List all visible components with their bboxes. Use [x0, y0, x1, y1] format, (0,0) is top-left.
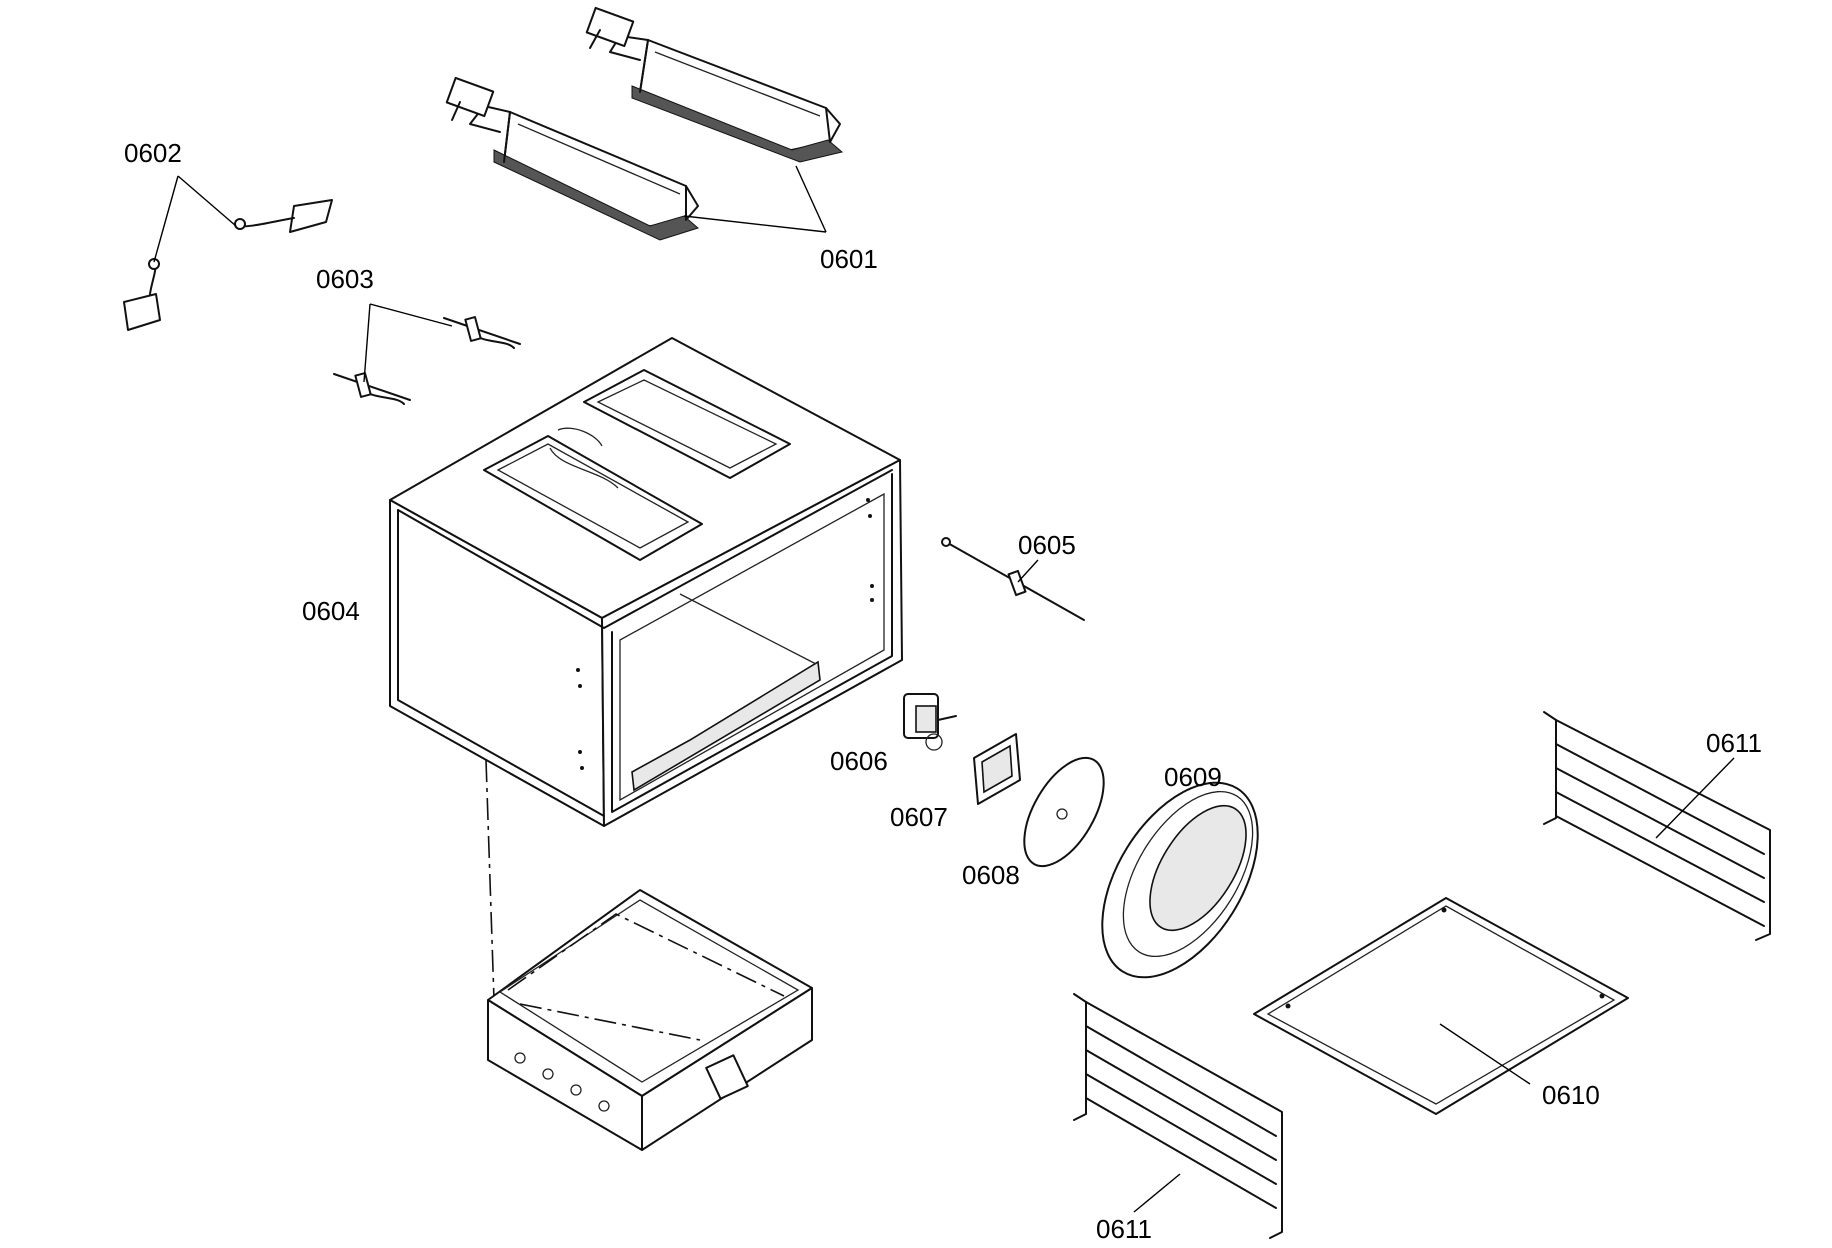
sensor-0602: [123, 175, 333, 331]
temp-sensor-0605: [941, 537, 1085, 621]
label-0611-upper: 0611: [1706, 728, 1762, 758]
fan-cover-0609: [1101, 781, 1259, 979]
label-0611-lower: 0611: [1096, 1214, 1152, 1244]
heating-element-lower: [445, 76, 700, 241]
fan-motor-0606: [903, 693, 957, 751]
label-0607: 0607: [890, 802, 948, 832]
motor-plate-0607: [973, 733, 1021, 805]
leader-0601: [683, 165, 827, 233]
bottom-panel-0610: [1253, 897, 1629, 1115]
label-0604: 0604: [302, 596, 360, 626]
label-0601: 0601: [820, 244, 878, 274]
heating-element-upper: [585, 6, 844, 163]
shelf-rack-upper-0611: [1543, 711, 1771, 941]
label-0603: 0603: [316, 264, 374, 294]
label-0609: 0609: [1164, 762, 1222, 792]
base-assembly: [485, 759, 813, 1151]
probe-0603: [333, 303, 521, 405]
shelf-rack-lower-0611: [1073, 993, 1283, 1239]
label-0606: 0606: [830, 746, 888, 776]
gasket-disc-0608: [1023, 756, 1105, 868]
label-0602: 0602: [124, 138, 182, 168]
label-0608: 0608: [962, 860, 1020, 890]
label-0605: 0605: [1018, 530, 1076, 560]
oven-cavity-0604: [389, 337, 903, 827]
label-0610: 0610: [1542, 1080, 1600, 1110]
